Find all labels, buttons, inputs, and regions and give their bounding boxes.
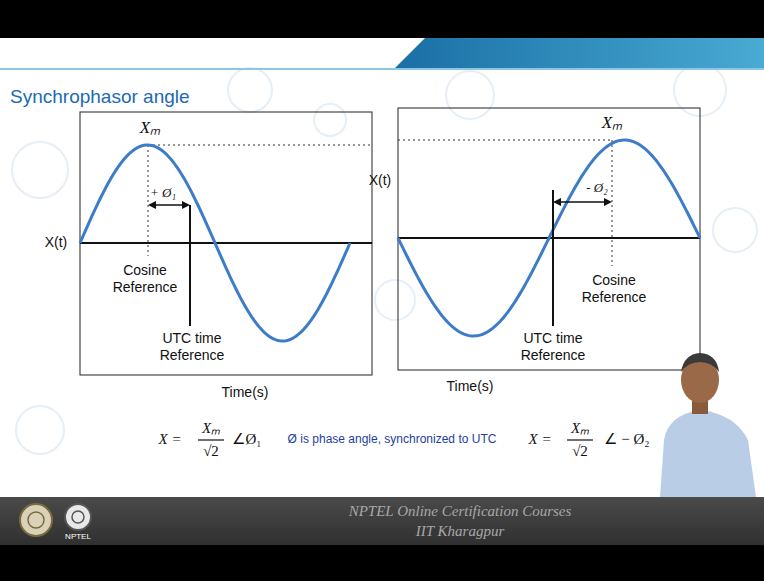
institute-logo-ring [28, 512, 44, 528]
amplitude-label: Xₘ [602, 113, 622, 133]
header-accent [395, 38, 764, 68]
formula-text: X = [528, 430, 551, 448]
watermark-circle [375, 280, 415, 320]
axis-label: Time(s) [222, 384, 269, 401]
watermark-circle [713, 208, 757, 252]
note-text: Ø is phase angle, synchronized to UTC [288, 432, 497, 446]
header-rule [0, 68, 764, 70]
sine-wave [80, 145, 350, 341]
nptel-logo-ring [72, 511, 84, 523]
watermark-circle [12, 142, 68, 198]
plot-frame [80, 112, 372, 375]
watermark-circle [446, 71, 494, 119]
reference-label: Cosine Reference [574, 272, 654, 306]
presenter-hair [681, 353, 719, 372]
slide-title: Synchrophasor angle [10, 86, 190, 109]
axis-label: X(t) [45, 234, 68, 251]
reference-label: Cosine Reference [105, 262, 185, 296]
institute-logo [20, 504, 52, 536]
axis-label: X(t) [369, 172, 392, 189]
utc-reference-line [552, 190, 554, 326]
footer-band [0, 497, 764, 545]
time-axis [80, 242, 372, 244]
amplitude-label: Xₘ [140, 118, 160, 138]
watermark-circle [314, 104, 346, 136]
formula-denominator: √2 [203, 442, 219, 460]
cosine-reference-line [148, 145, 149, 256]
peak-guide [148, 145, 372, 146]
logo-text: NPTEL [65, 532, 91, 542]
reference-label: UTC time Reference [152, 330, 232, 364]
arrowhead [604, 198, 612, 206]
watermark-circle [228, 68, 272, 112]
reference-label: UTC time Reference [513, 330, 593, 364]
sine-wave [398, 140, 700, 336]
bottom-band [0, 545, 764, 581]
cosine-reference-line [612, 140, 613, 266]
utc-reference-line [189, 205, 191, 326]
fraction-bar [198, 439, 224, 440]
watermark-circle [16, 406, 64, 454]
formula-angle: ∠Ø₁ [232, 430, 261, 448]
presenter-figure [660, 353, 756, 497]
footer-text: IIT Kharagpur [416, 522, 505, 540]
phase-arrow [559, 201, 606, 203]
axis-label: Time(s) [447, 378, 494, 395]
footer-text: NPTEL Online Certification Courses [349, 502, 572, 520]
watermark-icons [12, 64, 757, 454]
formula-numerator: Xₘ [571, 419, 589, 437]
nptel-logo [65, 504, 91, 530]
arrowhead [148, 201, 156, 209]
peak-guide [398, 140, 612, 141]
plot-frame [398, 108, 700, 370]
formula-denominator: √2 [572, 442, 588, 460]
formula-text: X = [158, 430, 181, 448]
header-band [0, 0, 764, 38]
arrowhead [182, 201, 190, 209]
phase-arrow [154, 204, 184, 206]
phase-angle-label: - Ø₂ [586, 180, 608, 196]
phase-angle-label: + Ø₁ [150, 185, 176, 201]
presenter-shirt [660, 410, 756, 497]
formula-numerator: Xₘ [202, 419, 220, 437]
fraction-bar [567, 439, 593, 440]
formula-angle: ∠ − Ø₂ [604, 430, 649, 448]
arrowhead [553, 198, 561, 206]
